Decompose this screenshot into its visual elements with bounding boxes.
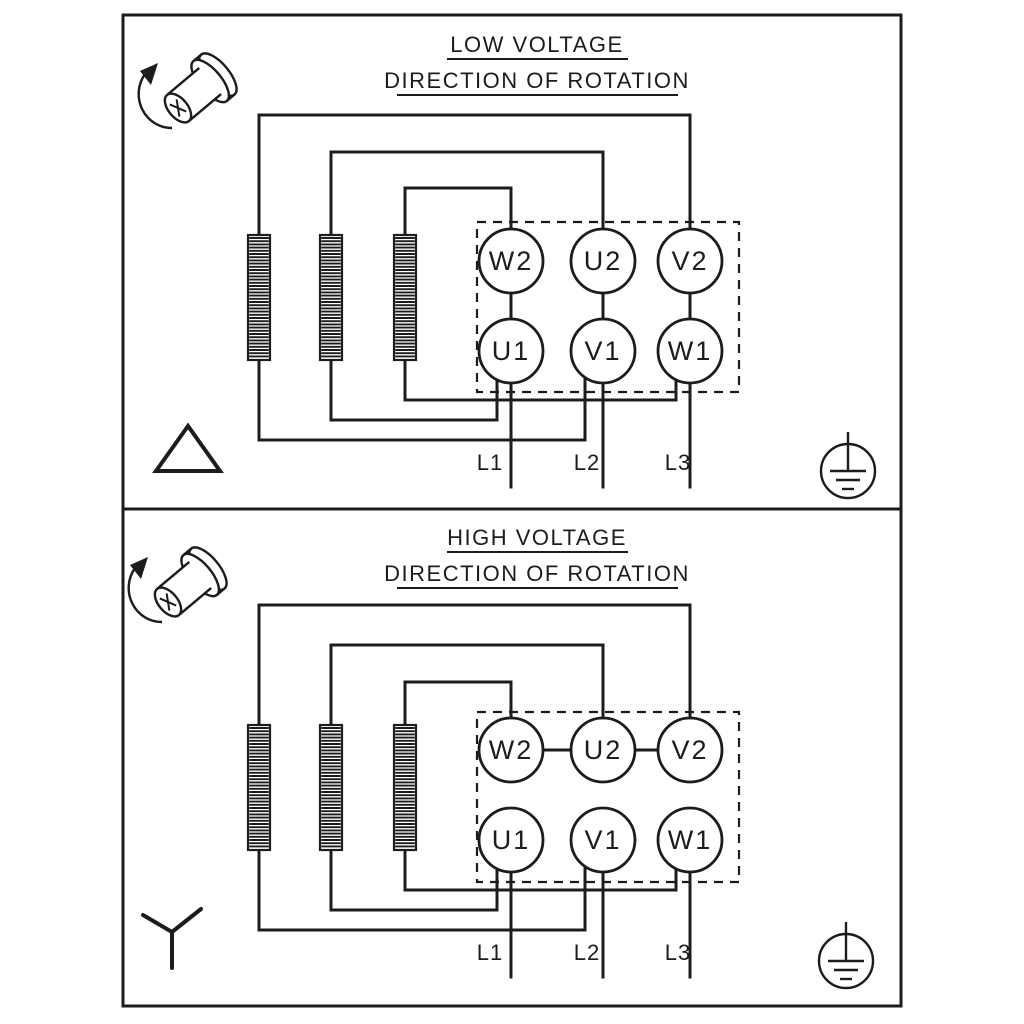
terminal-label: W2: [489, 246, 534, 276]
winding-coil: [246, 723, 272, 852]
supply-label-l1: L1: [477, 450, 503, 475]
terminal-v2: V2: [656, 227, 724, 295]
terminal-v1: V1: [569, 806, 637, 874]
panel-subtitle: DIRECTION OF ROTATION: [384, 68, 690, 93]
winding-coil: [392, 233, 418, 362]
terminal-w2: W2: [477, 227, 545, 295]
terminal-label: W1: [668, 825, 713, 855]
terminal-board-outline: [475, 710, 741, 884]
rotation-direction-icon: [127, 546, 228, 624]
motor-shaft-icon: [163, 52, 238, 124]
supply-label-l1: L1: [477, 940, 503, 965]
supply-label-l3: L3: [665, 940, 691, 965]
terminal-label: V2: [671, 735, 708, 765]
terminal-label: V1: [584, 825, 621, 855]
delta-symbol-icon: [152, 422, 224, 473]
low-voltage-panel: LOW VOLTAGE DIRECTION OF ROTATION: [137, 32, 877, 500]
high-voltage-panel: HIGH VOLTAGE DIRECTION OF ROTATION: [127, 525, 875, 990]
terminal-label: U1: [492, 825, 531, 855]
terminal-u1: U1: [477, 317, 545, 385]
winding-coil: [318, 723, 344, 852]
wye-symbol-icon: [141, 907, 203, 970]
terminal-w1: W1: [656, 806, 724, 874]
terminal-label: W2: [489, 735, 534, 765]
terminal-w2: W2: [477, 716, 545, 784]
rotation-arrow: [137, 73, 173, 130]
terminal-u2: U2: [569, 716, 637, 784]
motor-shaft-icon: [153, 546, 228, 618]
terminal-v1: V1: [569, 317, 637, 385]
panel-title: HIGH VOLTAGE: [447, 525, 627, 550]
terminal-w1: W1: [656, 317, 724, 385]
terminal-v2: V2: [656, 716, 724, 784]
winding-coil: [246, 233, 272, 362]
winding-coil: [318, 233, 344, 362]
rotation-direction-icon: [137, 52, 238, 130]
earth-ground-icon: [819, 432, 877, 500]
rotation-arrow-head: [130, 557, 148, 579]
terminal-label: V1: [584, 336, 621, 366]
supply-label-l2: L2: [574, 940, 600, 965]
terminal-label: W1: [668, 336, 713, 366]
winding-wires: [257, 113, 692, 489]
terminal-u2: U2: [569, 227, 637, 295]
terminal-label: V2: [671, 246, 708, 276]
rotation-arrow: [127, 567, 163, 624]
rotation-arrow-head: [140, 63, 158, 85]
terminal-label: U1: [492, 336, 531, 366]
panel-title: LOW VOLTAGE: [450, 32, 623, 57]
panel-subtitle: DIRECTION OF ROTATION: [384, 561, 690, 586]
supply-label-l3: L3: [665, 450, 691, 475]
winding-wires: [257, 603, 692, 979]
terminal-label: U2: [584, 246, 623, 276]
terminal-board-outline: [475, 220, 741, 394]
terminal-label: U2: [584, 735, 623, 765]
supply-label-l2: L2: [574, 450, 600, 475]
earth-ground-icon: [817, 922, 875, 990]
winding-coil: [392, 723, 418, 852]
terminal-u1: U1: [477, 806, 545, 874]
